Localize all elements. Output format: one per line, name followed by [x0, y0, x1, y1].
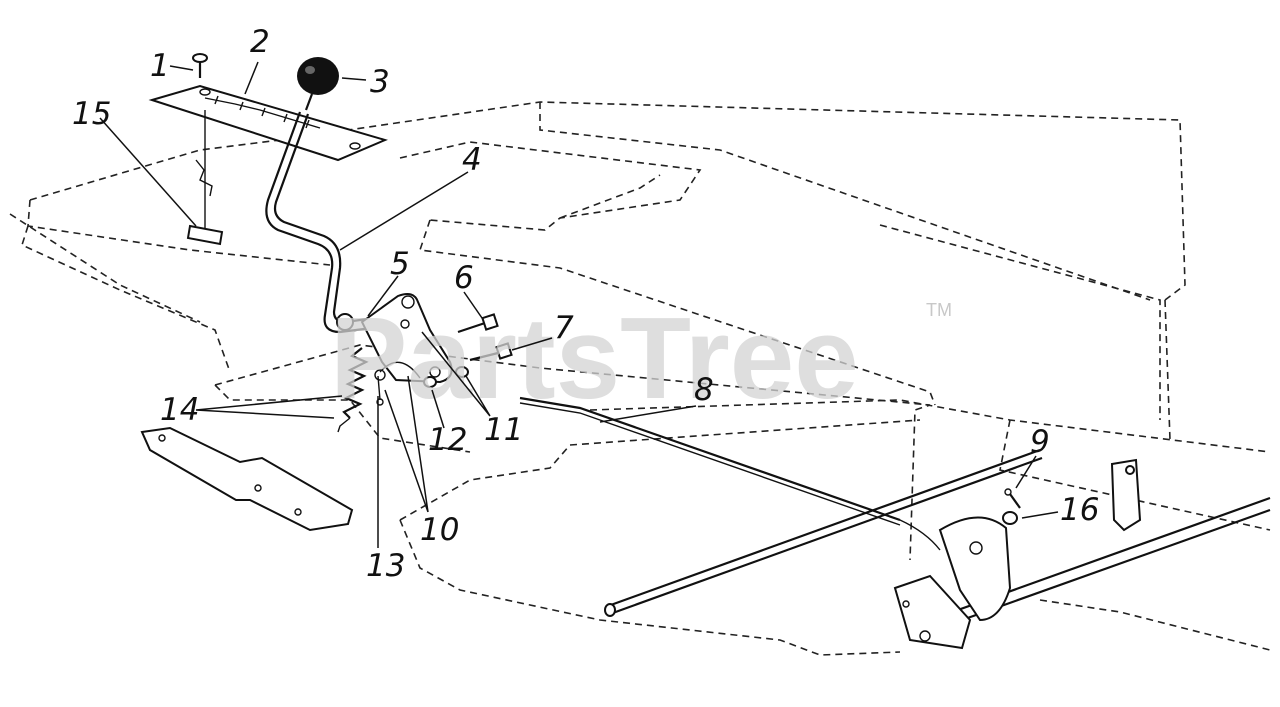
spring	[337, 347, 369, 433]
shift-plate	[148, 84, 388, 162]
shift-rod	[519, 396, 941, 551]
cross-shaft	[604, 448, 1043, 617]
shift-knob	[297, 57, 339, 111]
shift-arm-assembly	[336, 293, 453, 384]
callout-5: 5	[390, 246, 410, 282]
leader-lines	[99, 61, 1059, 548]
watermark: PartsTree	[330, 293, 859, 423]
callout-11: 11	[484, 412, 523, 448]
callout-3: 3	[370, 64, 390, 100]
bolt-9	[1004, 488, 1021, 509]
callout-15: 15	[72, 96, 111, 132]
trademark-mark: TM	[926, 300, 952, 320]
lower-bracket	[140, 426, 354, 532]
callout-8: 8	[694, 372, 714, 408]
frame-outline	[9, 101, 1271, 656]
lever-bracket	[186, 110, 224, 246]
callout-numbers: 1 2 3 4 5 6 7 8 9 10 11 12 13 14 15 16	[72, 24, 1099, 584]
callout-9: 9	[1030, 424, 1050, 460]
cotter-pin	[376, 375, 384, 406]
washer-11	[455, 366, 469, 378]
washer-16	[1002, 511, 1018, 525]
callout-7: 7	[554, 310, 574, 346]
callout-12: 12	[428, 422, 467, 458]
callout-13: 13	[366, 548, 405, 584]
bolt-7	[469, 342, 513, 362]
callout-4: 4	[462, 142, 482, 178]
callout-16: 16	[1060, 492, 1099, 528]
bolt-6	[457, 313, 499, 334]
shift-quadrant	[893, 516, 1012, 650]
callout-14: 14	[160, 392, 199, 428]
callout-1: 1	[150, 48, 170, 84]
washer-12	[423, 376, 437, 388]
callout-6: 6	[454, 260, 474, 296]
callout-10: 10	[420, 512, 459, 548]
callout-2: 2	[250, 24, 270, 60]
screw	[192, 53, 208, 78]
